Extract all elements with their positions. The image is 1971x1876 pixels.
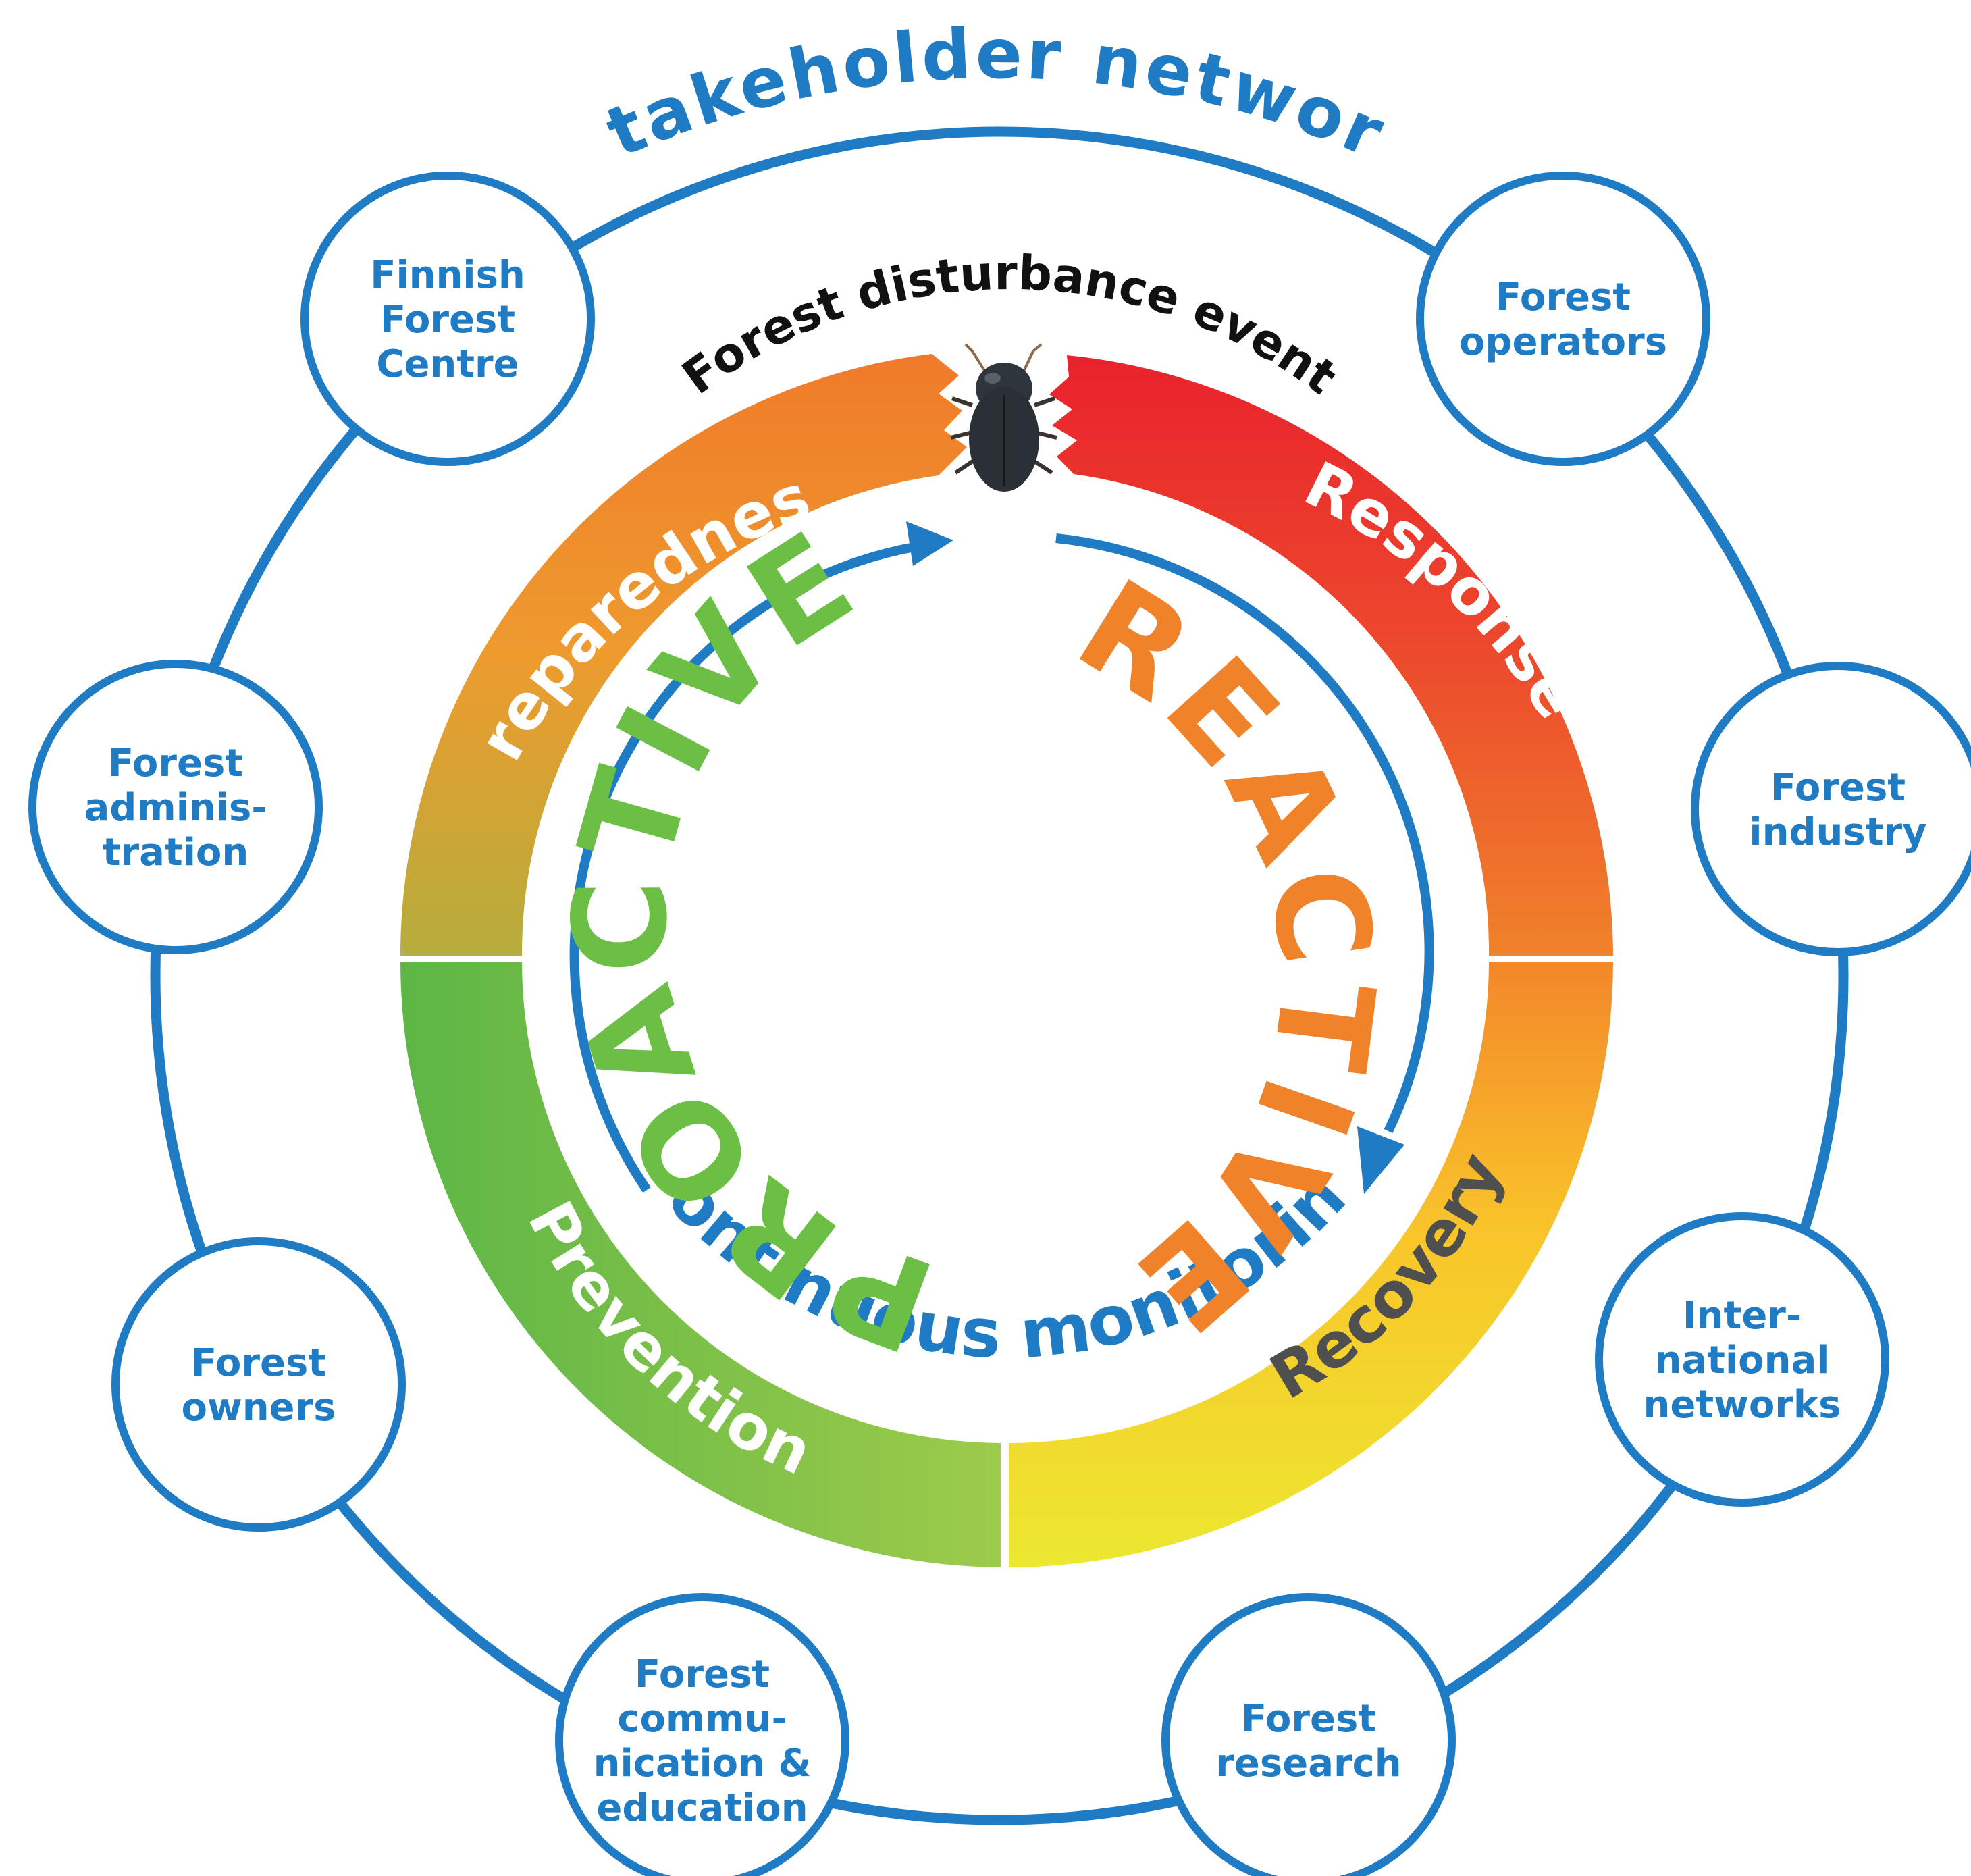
stakeholder-label-line: research (1215, 1742, 1401, 1786)
stakeholder-label-line: tration (103, 831, 248, 875)
stakeholder-label-line: nication & (594, 1742, 812, 1786)
monitoring-arrowhead-bottom (1357, 1126, 1404, 1194)
stakeholder-label-line: Forest (635, 1652, 770, 1696)
preparedness-segment (400, 354, 967, 956)
stakeholder-label-line: Inter- (1683, 1294, 1802, 1338)
stakeholder-circle (1416, 172, 1710, 466)
stakeholder-nodes: FinnishForestCentreForestoperatorsForest… (28, 172, 1971, 1876)
stakeholder-network-ring (150, 126, 1849, 1825)
clockwise-arrow-icon (569, 521, 1434, 1194)
stakeholder-label-line: commu- (617, 1697, 787, 1741)
stakeholder-label-line: Forest (1496, 276, 1631, 319)
stakeholder-label-line: national (1655, 1338, 1830, 1382)
response-segment (1049, 355, 1613, 956)
stakeholder-label-line: Forest (1241, 1697, 1376, 1741)
stakeholder-circle (28, 660, 323, 954)
stakeholder-label-line: operators (1459, 320, 1667, 364)
monitoring-arc-left (569, 542, 916, 1193)
stakeholder-label-line: Forest (191, 1341, 326, 1385)
stakeholder-circle (1595, 1212, 1889, 1507)
stakeholder-circle (1161, 1593, 1456, 1876)
phase-ring (400, 354, 1613, 1567)
stakeholder-label-line: industry (1749, 810, 1926, 854)
stakeholder-circle (111, 1237, 406, 1532)
stakeholder-label-line: Centre (376, 342, 519, 386)
stakeholder-label-line: adminis- (84, 786, 267, 830)
recovery-segment (1009, 962, 1613, 1567)
prevention-segment (400, 962, 1001, 1567)
stakeholder-label-line: Forest (380, 298, 515, 342)
stakeholder-label-line: networks (1643, 1383, 1841, 1427)
stakeholder-label-line: Forest (108, 741, 243, 785)
monitoring-arrowhead-top (906, 521, 953, 566)
stakeholder-label-line: owners (181, 1386, 336, 1430)
monitoring-arc-right (1055, 533, 1434, 1134)
stakeholder-label-line: Finnish (370, 253, 525, 297)
stakeholder-label-line: Forest (1770, 766, 1906, 810)
stakeholder-label-line: education (596, 1786, 808, 1830)
stakeholder-circle (300, 172, 595, 466)
stakeholder-circle (555, 1593, 849, 1876)
bark-beetle-icon (950, 343, 1057, 492)
stakeholder-circle (1691, 662, 1971, 956)
